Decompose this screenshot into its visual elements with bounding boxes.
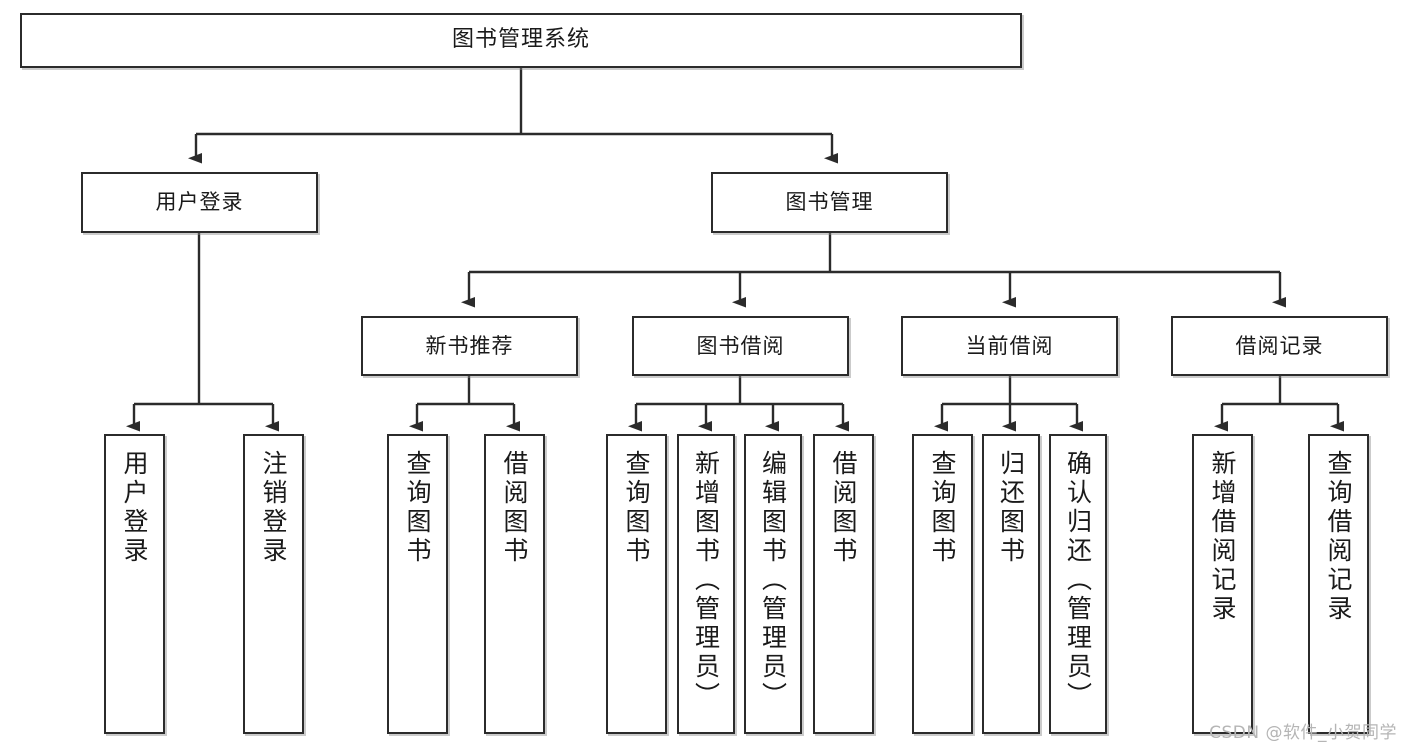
node-label: 用户登录 (120, 450, 149, 566)
node-label: 查询图书 (928, 450, 957, 566)
node-user-login[interactable]: 用户登录 (81, 172, 318, 233)
node-book-management[interactable]: 图书管理 (711, 172, 948, 233)
node-label: 新增借阅记录 (1208, 450, 1237, 624)
leaf-user-login[interactable]: 用户登录 (104, 434, 165, 734)
leaf-borrow-edit-book-admin[interactable]: 编辑图书（管理员） (744, 434, 802, 734)
node-label: 图书管理 (785, 190, 874, 215)
leaf-borrow-borrow-book[interactable]: 借阅图书 (813, 434, 874, 734)
node-label: 新书推荐 (425, 333, 514, 358)
leaf-logout-login[interactable]: 注销登录 (243, 434, 304, 734)
node-label: 查询借阅记录 (1324, 450, 1353, 624)
node-book-borrow[interactable]: 图书借阅 (632, 316, 849, 376)
node-label: 图书借阅 (696, 333, 785, 358)
leaf-borrow-add-book-admin[interactable]: 新增图书（管理员） (677, 434, 735, 734)
node-label: 归还图书 (996, 450, 1026, 566)
node-borrow-record[interactable]: 借阅记录 (1171, 316, 1388, 376)
node-label: 用户登录 (155, 190, 244, 215)
leaf-current-query-book[interactable]: 查询图书 (912, 434, 973, 734)
node-label: 查询图书 (403, 450, 432, 566)
node-label: 当前借阅 (965, 333, 1054, 358)
leaf-record-query-borrow-record[interactable]: 查询借阅记录 (1308, 434, 1369, 734)
node-new-book-recommend[interactable]: 新书推荐 (361, 316, 578, 376)
node-label: 图书管理系统 (451, 27, 590, 53)
leaf-newbook-borrow-book[interactable]: 借阅图书 (484, 434, 545, 734)
node-label: 新增图书（管理员） (691, 450, 721, 711)
watermark-text: CSDN @软件_小贺同学 (1209, 723, 1397, 743)
node-root-library-system[interactable]: 图书管理系统 (20, 13, 1022, 68)
leaf-borrow-query-book[interactable]: 查询图书 (606, 434, 667, 734)
node-label: 借阅记录 (1235, 333, 1324, 358)
node-label: 查询图书 (622, 450, 651, 566)
node-label: 借阅图书 (829, 450, 858, 566)
node-label: 注销登录 (259, 450, 288, 566)
leaf-current-confirm-return-admin[interactable]: 确认归还（管理员） (1049, 434, 1107, 734)
leaf-record-add-borrow-record[interactable]: 新增借阅记录 (1192, 434, 1253, 734)
leaf-newbook-query-book[interactable]: 查询图书 (387, 434, 448, 734)
node-label: 编辑图书（管理员） (758, 450, 788, 711)
node-label: 借阅图书 (500, 450, 529, 566)
node-current-borrow[interactable]: 当前借阅 (901, 316, 1118, 376)
node-label: 确认归还（管理员） (1063, 450, 1093, 711)
leaf-current-return-book[interactable]: 归还图书 (982, 434, 1040, 734)
